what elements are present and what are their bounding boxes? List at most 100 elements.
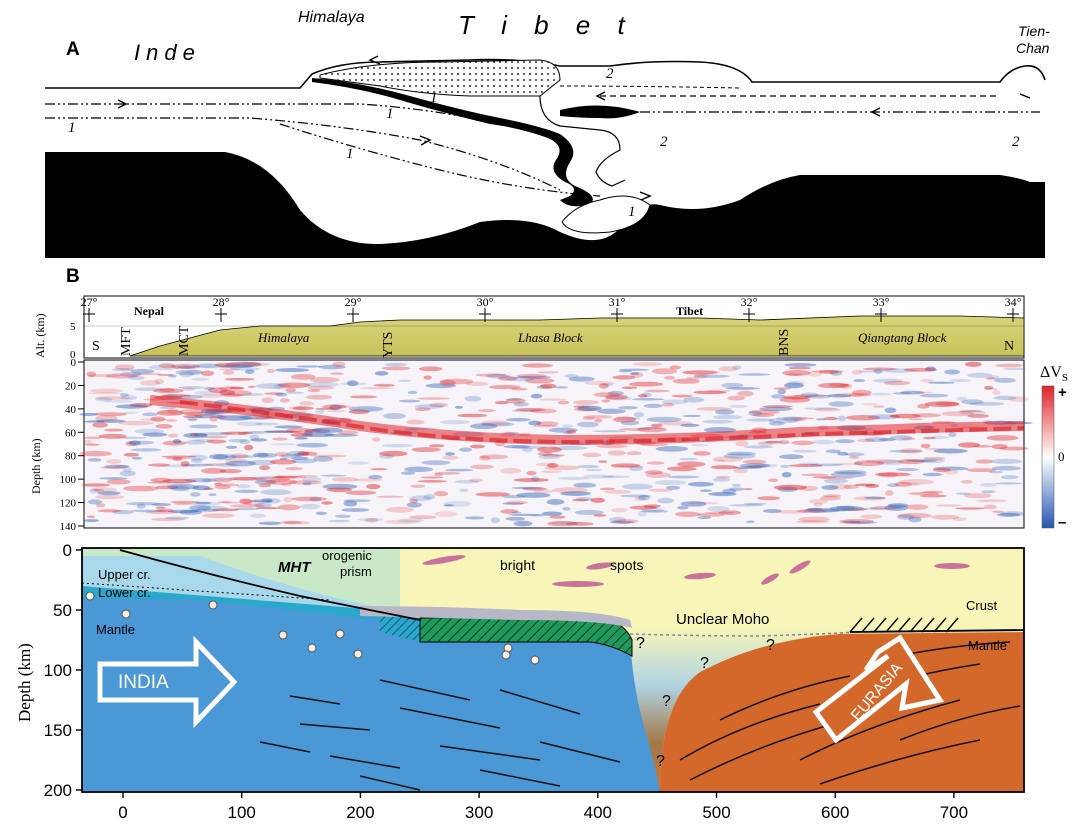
seismic-blob xyxy=(293,452,305,456)
seismic-blob xyxy=(995,363,1023,368)
label-orogenic: orogenic xyxy=(322,548,372,563)
seismic-blob xyxy=(845,415,881,421)
seismic-blob xyxy=(505,398,522,401)
seismic-blob xyxy=(244,369,255,375)
seismic-blob xyxy=(170,485,190,492)
seismic-blob xyxy=(206,439,227,444)
lon-tick-label: 34° xyxy=(1005,295,1022,309)
seismic-blob xyxy=(696,407,732,411)
seismic-blob xyxy=(994,482,1023,485)
seismic-blob xyxy=(398,379,412,382)
seismic-blob xyxy=(328,519,351,523)
seismic-blob xyxy=(693,451,711,456)
seismic-blob xyxy=(964,361,982,367)
seismic-blob xyxy=(889,449,923,453)
seismic-blob xyxy=(853,461,863,465)
seismic-blob xyxy=(136,503,146,509)
seismic-blob xyxy=(748,410,763,417)
seismic-blob xyxy=(217,501,232,504)
seismic-blob xyxy=(568,376,595,382)
seismic-blob xyxy=(228,438,248,443)
seismic-blob xyxy=(302,476,322,483)
seismic-blob xyxy=(294,436,308,440)
seismic-blob xyxy=(250,499,274,503)
seismic-blob xyxy=(1000,475,1019,480)
seismic-blob xyxy=(381,443,414,448)
seismic-blob xyxy=(414,407,431,412)
seismic-blob xyxy=(237,431,248,435)
seismic-blob xyxy=(276,475,307,479)
seismic-blob xyxy=(97,509,122,513)
seismic-blob xyxy=(511,511,522,514)
seismic-blob xyxy=(666,466,697,472)
seismic-blob xyxy=(576,421,599,428)
seismic-blob xyxy=(911,413,942,418)
seismic-blob xyxy=(497,376,518,381)
depth-tick-label: 20 xyxy=(65,380,77,392)
seismic-blob xyxy=(292,406,314,411)
seismic-blob xyxy=(224,458,248,463)
seismic-blob xyxy=(573,482,597,488)
seismic-blob xyxy=(652,368,678,375)
seismic-blob xyxy=(409,498,419,504)
seismic-blob xyxy=(823,416,839,421)
seismic-blob xyxy=(128,440,141,446)
seismic-blob xyxy=(818,508,848,512)
seismic-blob xyxy=(150,517,186,522)
seismic-blob xyxy=(315,511,327,515)
seismic-blob xyxy=(792,449,817,453)
seismic-blob xyxy=(105,373,138,379)
seismic-blob xyxy=(321,501,333,505)
seismic-blob xyxy=(378,450,408,457)
seismic-blob xyxy=(960,480,973,484)
seismic-blob xyxy=(454,479,480,484)
seismic-blob xyxy=(202,478,211,483)
seismic-blob xyxy=(86,371,97,378)
seismic-blob xyxy=(643,403,663,408)
seismic-blob xyxy=(177,366,196,369)
seismic-blob xyxy=(119,393,129,397)
seismic-blob xyxy=(818,370,839,375)
seismic-blob xyxy=(883,380,911,386)
seismic-blob xyxy=(420,476,444,479)
seismic-blob xyxy=(304,428,331,434)
seismic-blob xyxy=(442,455,459,460)
seismic-blob xyxy=(134,428,165,434)
seismic-blob xyxy=(676,506,689,510)
seismic-blob xyxy=(140,380,161,386)
seismic-blob xyxy=(983,385,994,390)
seismic-blob xyxy=(989,375,1000,380)
seismic-blob xyxy=(280,482,292,487)
seismic-blob xyxy=(398,518,424,523)
seismic-blob xyxy=(874,472,911,477)
label-mantle-eurasia: Mantle xyxy=(968,638,1007,653)
seismic-blob xyxy=(434,473,444,477)
seismic-blob xyxy=(679,457,698,461)
seismic-blob xyxy=(158,363,176,369)
seismic-blob xyxy=(804,394,831,399)
seismic-blob xyxy=(933,466,969,471)
seismic-blob xyxy=(596,408,626,414)
seismic-blob xyxy=(222,369,235,376)
seismic-blob xyxy=(993,377,1016,383)
seismic-blob xyxy=(261,397,275,404)
seismic-blob xyxy=(187,418,198,421)
seismic-blob xyxy=(944,369,961,375)
seismic-blob xyxy=(93,488,105,492)
seismic-blob xyxy=(919,378,935,383)
seismic-blob xyxy=(200,467,226,474)
seismic-blob xyxy=(155,424,173,429)
seismic-blob xyxy=(86,515,96,519)
seismic-blob xyxy=(593,514,607,517)
seismic-blob xyxy=(218,386,245,391)
seismic-blob xyxy=(837,451,849,456)
seismic-blob xyxy=(428,444,445,448)
panel-a-label: A xyxy=(66,39,80,60)
seismic-blob xyxy=(822,494,842,498)
seismic-blob xyxy=(341,508,370,512)
seismic-blob xyxy=(87,458,102,462)
seismic-blob xyxy=(541,470,562,474)
seismic-blob xyxy=(952,517,967,522)
india-mantle xyxy=(82,598,660,792)
